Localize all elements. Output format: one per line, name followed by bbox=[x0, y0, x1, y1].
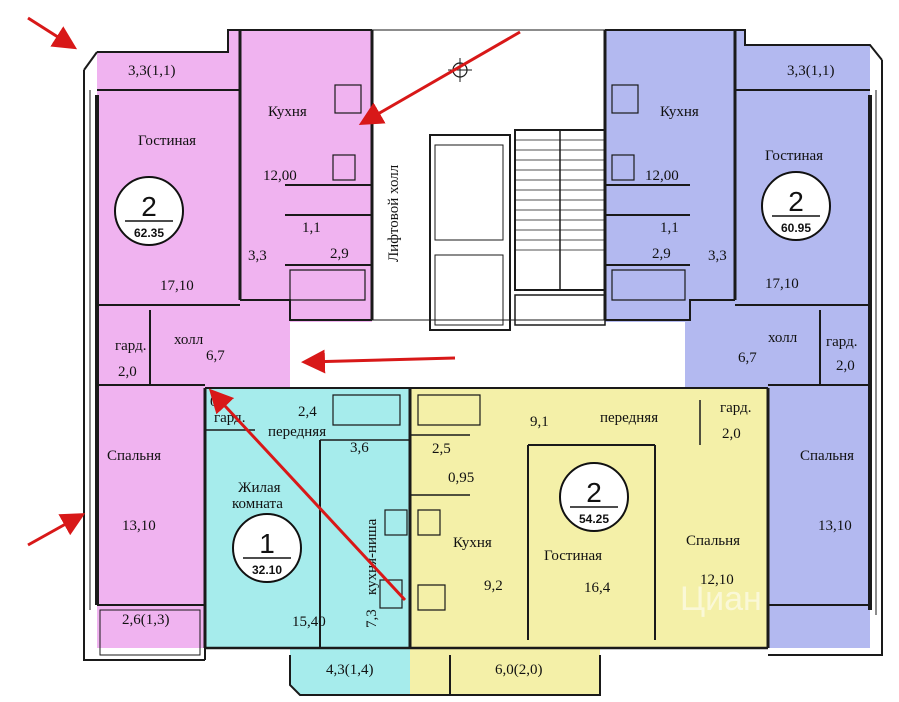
left-living-area: 17,10 bbox=[160, 278, 194, 294]
badge-left-area: 62.35 bbox=[134, 226, 164, 240]
badge-one-room-area: 32.10 bbox=[252, 563, 282, 577]
bottom-two-balcony-label: 6,0(2,0) bbox=[495, 662, 543, 678]
bottom-two-kitchen-label: Кухня bbox=[453, 535, 492, 551]
left-kitchen-area: 12,00 bbox=[263, 168, 297, 184]
badge-bottom-two-rooms: 2 bbox=[586, 477, 602, 508]
arrow-diagonal-one-room bbox=[208, 388, 407, 602]
badge-right-rooms: 2 bbox=[788, 186, 804, 217]
badge-right: 2 60.95 bbox=[761, 171, 831, 241]
right-hall-area: 6,7 bbox=[738, 350, 757, 366]
arrow-left-side bbox=[27, 513, 86, 547]
left-corridor-area: 3,3 bbox=[248, 248, 267, 264]
bottom-two-bedroom-area: 12,10 bbox=[700, 572, 734, 588]
one-room-living-line1: Жилая bbox=[238, 480, 281, 496]
lift-hall-label: Лифтовой холл bbox=[386, 164, 402, 262]
bottom-two-front-area: 9,1 bbox=[530, 414, 549, 430]
annotation-arrows bbox=[27, 16, 521, 602]
one-room-living-area: 15,40 bbox=[292, 614, 326, 630]
badge-left-rooms: 2 bbox=[141, 191, 157, 222]
right-kitchen-label: Кухня bbox=[660, 104, 699, 120]
right-bath2-area: 2,9 bbox=[652, 246, 671, 262]
right-corridor-area: 3,3 bbox=[708, 248, 727, 264]
labels-core: Лифтовой холл bbox=[386, 164, 402, 262]
badge-one-room-rooms: 1 bbox=[259, 528, 275, 559]
left-hall-area: 6,7 bbox=[206, 348, 225, 364]
bottom-two-living-label: Гостиная bbox=[544, 548, 602, 564]
labels-bottom-two: 9,1 передняя гард. 2,0 2,5 0,95 Кухня Го… bbox=[432, 400, 752, 678]
left-kitchen-label: Кухня bbox=[268, 104, 307, 120]
left-closet-area: 2,0 bbox=[118, 364, 137, 380]
left-bath2-area: 2,9 bbox=[330, 246, 349, 262]
labels-left-apartment: 3,3(1,1) Кухня Гостиная 12,00 1,1 3,3 2,… bbox=[107, 63, 349, 628]
badge-bottom-two: 2 54.25 bbox=[559, 462, 629, 532]
one-room-balcony-label: 4,3(1,4) bbox=[326, 662, 374, 678]
badge-bottom-two-area: 54.25 bbox=[579, 512, 609, 526]
watermark: Циан bbox=[680, 580, 762, 618]
right-hall-label: холл bbox=[768, 330, 798, 346]
badge-right-area: 60.95 bbox=[781, 221, 811, 235]
right-balcony-top-label: 3,3(1,1) bbox=[787, 63, 835, 79]
left-bedroom-area: 13,10 bbox=[122, 518, 156, 534]
one-room-kitchen-niche-area: 7,3 bbox=[364, 609, 380, 628]
left-living-label: Гостиная bbox=[138, 133, 196, 149]
arrow-to-hallway bbox=[301, 349, 456, 374]
left-bedroom-label: Спальня bbox=[107, 448, 161, 464]
left-balcony-bottom-label: 2,6(1,3) bbox=[122, 612, 170, 628]
one-room-bath-area: 3,6 bbox=[350, 440, 369, 456]
one-room-front-area: 2,4 bbox=[298, 404, 317, 420]
left-balcony-top-label: 3,3(1,1) bbox=[128, 63, 176, 79]
badge-left: 2 62.35 bbox=[114, 176, 184, 246]
bottom-two-front-label: передняя bbox=[600, 410, 658, 426]
bottom-two-closet-label: гард. bbox=[720, 400, 752, 416]
right-kitchen-area: 12,00 bbox=[645, 168, 679, 184]
walls bbox=[83, 29, 883, 696]
bottom-two-closet-area: 2,0 bbox=[722, 426, 741, 442]
bottom-two-kitchen-area: 9,2 bbox=[484, 578, 503, 594]
apartment-one-room-fill bbox=[205, 388, 410, 695]
right-bedroom-area: 13,10 bbox=[818, 518, 852, 534]
bottom-two-bath-area: 2,5 bbox=[432, 441, 451, 457]
one-room-living-line2: комната bbox=[232, 496, 283, 512]
right-bedroom-label: Спальня bbox=[800, 448, 854, 464]
right-closet-label: гард. bbox=[826, 334, 858, 350]
bottom-two-living-area: 16,4 bbox=[584, 580, 611, 596]
one-room-front-label: передняя bbox=[268, 424, 326, 440]
left-closet-label: гард. bbox=[115, 338, 147, 354]
arrow-top-left bbox=[27, 16, 78, 50]
left-bath-area: 1,1 bbox=[302, 220, 321, 236]
labels-right-apartment: 3,3(1,1) Кухня Гостиная 12,00 1,1 2,9 3,… bbox=[645, 63, 858, 534]
one-room-kitchen-niche-label: кухня-ниша bbox=[364, 518, 380, 595]
labels-one-room: 0 гард. 2,4 передняя 3,6 Жилая комната к… bbox=[210, 394, 380, 678]
right-closet-area: 2,0 bbox=[836, 358, 855, 374]
right-bath-area: 1,1 bbox=[660, 220, 679, 236]
badge-one-room: 1 32.10 bbox=[232, 513, 302, 583]
bottom-two-wc-area: 0,95 bbox=[448, 470, 474, 486]
right-living-area: 17,10 bbox=[765, 276, 799, 292]
arrow-to-left-kitchen bbox=[358, 30, 521, 125]
right-living-label: Гостиная bbox=[765, 148, 823, 164]
left-hall-label: холл bbox=[174, 332, 204, 348]
bottom-two-bedroom-label: Спальня bbox=[686, 533, 740, 549]
